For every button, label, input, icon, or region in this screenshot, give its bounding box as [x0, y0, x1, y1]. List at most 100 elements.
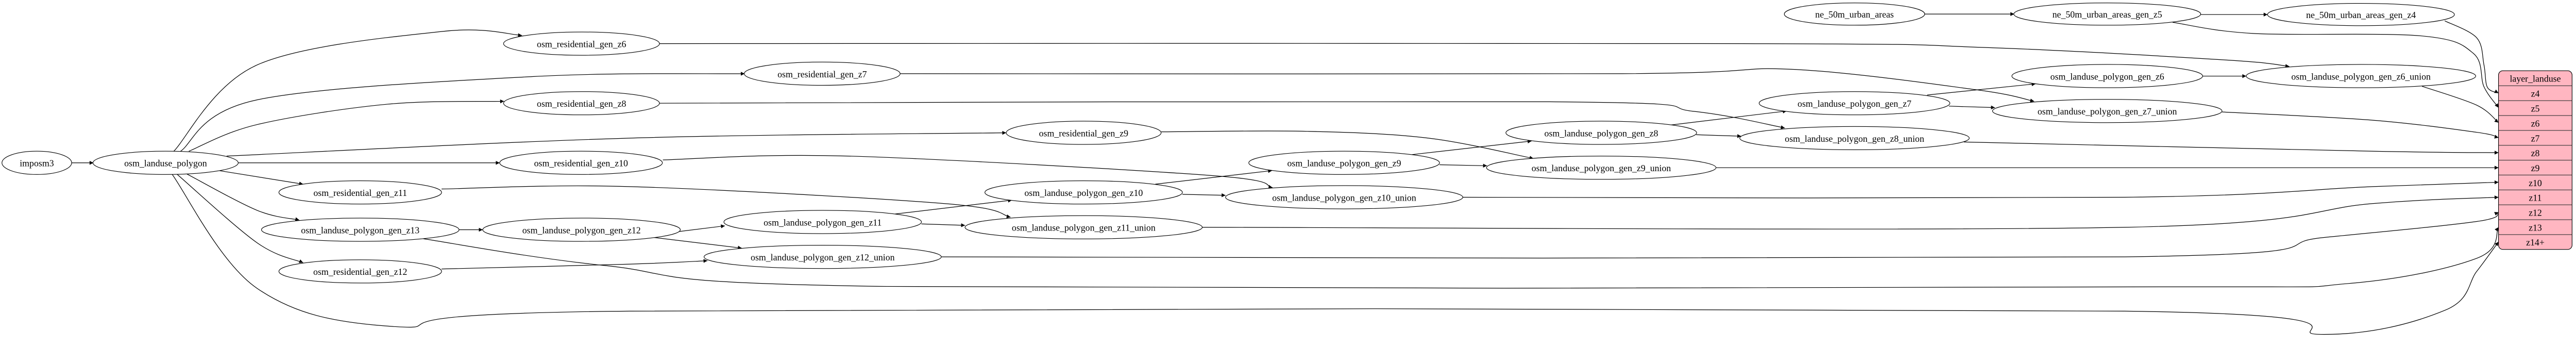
node-ellipse: [2246, 64, 2476, 88]
node-ellipse: [92, 151, 239, 175]
node-label: ne_50m_urban_areas_gen_z4: [2306, 10, 2416, 20]
node-osm-residential-gen-z10[interactable]: osm_residential_gen_z10: [499, 151, 663, 175]
node-osm-landuse-polygon-gen-z8[interactable]: osm_landuse_polygon_gen_z8: [1505, 121, 1697, 145]
node-osm-landuse-polygon-gen-z10[interactable]: osm_landuse_polygon_gen_z10: [985, 180, 1183, 205]
node-osm-landuse-polygon-gen-z7-union[interactable]: osm_landuse_polygon_gen_z7_union: [1992, 99, 2223, 123]
edge-osm_residential_gen_z9-to-osm_landuse_polygon_gen_z9_union: [1161, 130, 1534, 160]
edge-osm_residential_gen_z11-to-osm_landuse_polygon_gen_z11_union: [442, 185, 1011, 219]
edge-osm_landuse_polygon-to-osm_residential_gen_z9: [226, 130, 1006, 157]
node-label: ne_50m_urban_areas: [1815, 9, 1894, 20]
edge-osm_landuse_polygon_gen_z7_union-to-layer_landuse-z7: [2222, 111, 2499, 139]
node-label: osm_landuse_polygon_gen_z11: [764, 217, 882, 227]
node-label: osm_landuse_polygon: [124, 158, 207, 169]
edge-osm_residential_gen_z10-to-osm_landuse_polygon_gen_z10_union: [663, 155, 1273, 189]
node-label: imposm3: [20, 158, 54, 169]
node-label: osm_landuse_polygon_gen_z13: [301, 225, 419, 235]
record-field-z7[interactable]: z7: [2531, 133, 2540, 143]
record-field-z10[interactable]: z10: [2529, 178, 2542, 188]
record-field-z9[interactable]: z9: [2531, 163, 2540, 173]
edge-osm_landuse_polygon_gen_z6_union-to-layer_landuse-z6: [2421, 86, 2499, 123]
node-label: osm_residential_gen_z9: [1039, 128, 1129, 138]
record-field-z4[interactable]: z4: [2531, 89, 2540, 99]
node-ellipse: [278, 180, 442, 205]
node-ne-50m-urban-areas-gen-z4[interactable]: ne_50m_urban_areas_gen_z4: [2267, 3, 2455, 26]
nodes-layer: imposm3 osm_landuse_polygon osm_residentia…: [2, 3, 2476, 284]
node-label: osm_landuse_polygon_gen_z9: [1287, 158, 1401, 169]
node-ellipse: [1225, 185, 1463, 209]
node-label: osm_residential_gen_z10: [534, 158, 628, 169]
node-osm-landuse-polygon[interactable]: osm_landuse_polygon: [92, 151, 239, 175]
node-osm-landuse-polygon-gen-z10-union[interactable]: osm_landuse_polygon_gen_z10_union: [1225, 185, 1463, 209]
edge-osm_landuse_polygon_gen_z10_union-to-layer_landuse-z10: [1463, 180, 2499, 199]
node-ellipse: [723, 210, 922, 234]
record-field-z12[interactable]: z12: [2529, 208, 2542, 218]
node-osm-landuse-polygon-gen-z12[interactable]: osm_landuse_polygon_gen_z12: [482, 218, 681, 242]
node-osm-landuse-polygon-gen-z6-union[interactable]: osm_landuse_polygon_gen_z6_union: [2246, 64, 2476, 88]
edge-osm_landuse_polygon_gen_z12-to-osm_landuse_polygon_gen_z12_union: [653, 237, 742, 250]
node-osm-landuse-polygon-gen-z8-union[interactable]: osm_landuse_polygon_gen_z8_union: [1739, 126, 1970, 150]
node-label: osm_landuse_polygon_gen_z8_union: [1785, 134, 1924, 144]
edge-osm_landuse_polygon_gen_z13-to-layer_landuse-z13: [421, 227, 2499, 289]
edge-osm_landuse_polygon-to-osm_residential_gen_z11: [218, 170, 303, 186]
node-label: osm_residential_gen_z11: [313, 188, 407, 198]
node-label: osm_landuse_polygon_gen_z6_union: [2291, 71, 2431, 81]
node-osm-landuse-polygon-gen-z13[interactable]: osm_landuse_polygon_gen_z13: [261, 218, 460, 242]
record-field-z8[interactable]: z8: [2531, 148, 2540, 158]
node-osm-residential-gen-z12[interactable]: osm_residential_gen_z12: [278, 259, 442, 284]
node-osm-landuse-polygon-gen-z12-union[interactable]: osm_landuse_polygon_gen_z12_union: [703, 244, 942, 269]
node-ellipse: [985, 180, 1183, 205]
record-field-z5[interactable]: z5: [2531, 104, 2540, 114]
edge-osm_landuse_polygon-to-osm_residential_gen_z8: [189, 99, 504, 152]
node-ellipse: [1739, 126, 1970, 150]
node-label: osm_landuse_polygon_gen_z7: [1798, 98, 1911, 109]
node-ellipse: [503, 91, 660, 116]
node-ne-50m-urban-areas-gen-z5[interactable]: ne_50m_urban_areas_gen_z5: [2013, 3, 2201, 26]
record-field-z13[interactable]: z13: [2529, 222, 2542, 233]
edge-osm_landuse_polygon_gen_z8_union-to-layer_landuse-z8: [1963, 141, 2499, 155]
node-ellipse: [2013, 3, 2201, 26]
node-ellipse: [1248, 151, 1440, 175]
node-label: osm_landuse_polygon_gen_z7_union: [2038, 106, 2177, 117]
node-ellipse: [482, 218, 681, 242]
node-osm-residential-gen-z11[interactable]: osm_residential_gen_z11: [278, 180, 442, 205]
node-ellipse: [1505, 121, 1697, 145]
edge-osm_landuse_polygon_gen_z11-to-osm_landuse_polygon_gen_z10: [893, 199, 1012, 215]
node-ellipse: [1992, 99, 2223, 123]
edge-osm_landuse_polygon_gen_z9-to-osm_landuse_polygon_gen_z9_union: [1439, 163, 1487, 168]
record-field-z11[interactable]: z11: [2529, 193, 2541, 203]
node-label: osm_landuse_polygon_gen_z6: [2050, 71, 2164, 81]
edge-osm_landuse_polygon_gen_z10-to-osm_landuse_polygon_gen_z10_union: [1182, 193, 1226, 198]
edge-osm_landuse_polygon_gen_z9-to-osm_landuse_polygon_gen_z8: [1412, 139, 1532, 155]
edge-osm_residential_gen_z7-to-osm_landuse_polygon_gen_z7_union: [900, 68, 2035, 103]
node-ellipse: [743, 61, 901, 86]
record-title: layer_landuse: [2510, 74, 2561, 84]
node-osm-landuse-polygon-gen-z11-union[interactable]: osm_landuse_polygon_gen_z11_union: [964, 215, 1203, 239]
node-osm-landuse-polygon-gen-z6[interactable]: osm_landuse_polygon_gen_z6: [2011, 64, 2203, 88]
node-osm-residential-gen-z9[interactable]: osm_residential_gen_z9: [1006, 121, 1162, 145]
edge-osm_landuse_polygon_gen_z12_union-to-layer_landuse-z12: [941, 212, 2499, 259]
node-osm-landuse-polygon-gen-z9[interactable]: osm_landuse_polygon_gen_z9: [1248, 151, 1440, 175]
node-label: osm_landuse_polygon_gen_z8: [1545, 128, 1658, 138]
node-label: osm_landuse_polygon_gen_z11_union: [1012, 223, 1156, 233]
node-osm-landuse-polygon-gen-z9-union[interactable]: osm_landuse_polygon_gen_z9_union: [1486, 156, 1717, 180]
node-ellipse: [2011, 64, 2203, 88]
node-ellipse: [1486, 156, 1717, 180]
edge-osm_landuse_polygon_gen_z11_union-to-layer_landuse-z11: [1202, 195, 2499, 229]
record-field-z6[interactable]: z6: [2531, 118, 2540, 128]
node-label: osm_landuse_polygon_gen_z12: [522, 225, 641, 235]
node-osm-landuse-polygon-gen-z7[interactable]: osm_landuse_polygon_gen_z7: [1758, 91, 1951, 116]
node-osm-landuse-polygon-gen-z11[interactable]: osm_landuse_polygon_gen_z11: [723, 210, 922, 234]
node-ellipse: [1006, 121, 1162, 145]
node-label: osm_landuse_polygon_gen_z12_union: [751, 252, 895, 262]
node-ne-50m-urban-areas[interactable]: ne_50m_urban_areas: [1784, 3, 1925, 26]
node-ellipse: [261, 218, 460, 242]
edge-ne_50m_urban_areas_gen_z5-to-layer_landuse-z5: [2172, 22, 2499, 108]
edge-osm_landuse_polygon_gen_z7-to-osm_landuse_polygon_gen_z7_union: [1948, 105, 1995, 110]
node-imposm3[interactable]: imposm3: [2, 151, 72, 175]
node-osm-residential-gen-z6[interactable]: osm_residential_gen_z6: [503, 31, 660, 56]
edge-osm_residential_gen_z6-to-osm_landuse_polygon_gen_z6_union: [659, 43, 2290, 68]
layer-landuse-record: layer_landuse z4 z5 z6 z7 z8 z9 z10 z11 z12 z13 z14…: [2498, 70, 2572, 250]
node-osm-residential-gen-z8[interactable]: osm_residential_gen_z8: [503, 91, 660, 116]
record-field-z14-plus[interactable]: z14+: [2526, 237, 2545, 248]
node-osm-residential-gen-z7[interactable]: osm_residential_gen_z7: [743, 61, 901, 86]
